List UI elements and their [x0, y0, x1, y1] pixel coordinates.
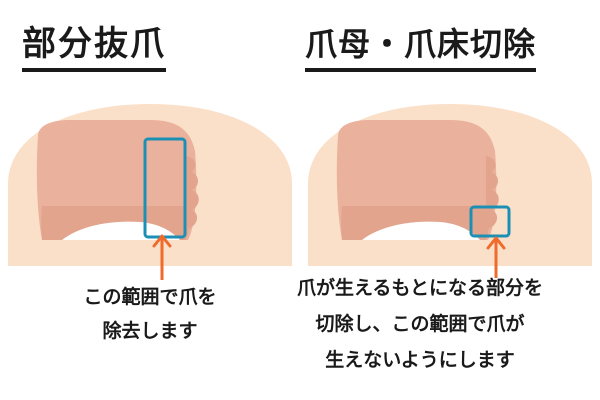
right-caption-line-3: 生えないようにします: [325, 349, 515, 371]
right-caption-line-1: 爪が生えるもとになる部分を: [296, 277, 544, 299]
nail-bed-white: [62, 221, 180, 240]
left-caption-line-1: この範囲で爪を: [83, 286, 217, 308]
right-caption-line-2: 切除し、この範囲で爪が: [315, 313, 525, 335]
left-panel: 部分抜爪 この範囲で爪を 除去します: [0, 22, 300, 348]
nail-fold-bumps: [486, 156, 499, 228]
right-panel: 爪母・爪床切除 爪が生えるもとになる部分を 切除し、この範囲で爪が 生えないよう…: [297, 0, 600, 400]
left-caption: この範囲で爪を 除去します: [0, 280, 300, 348]
nail-bed-white: [362, 221, 480, 240]
right-arrow-up-icon: [486, 236, 506, 278]
matrix-removal-box: [469, 205, 511, 238]
right-toe-illustration: [308, 104, 592, 266]
right-caption: 爪が生えるもとになる部分を 切除し、この範囲で爪が 生えないようにします: [240, 270, 600, 378]
right-panel-title: 爪母・爪床切除: [305, 22, 537, 72]
nail-fold-bumps: [186, 156, 199, 228]
left-toe-illustration: [8, 104, 292, 266]
removal-area-box: [143, 137, 187, 239]
left-arrow-up-icon: [152, 234, 172, 280]
left-caption-line-2: 除去します: [102, 320, 198, 342]
left-panel-title: 部分抜爪: [22, 22, 166, 72]
